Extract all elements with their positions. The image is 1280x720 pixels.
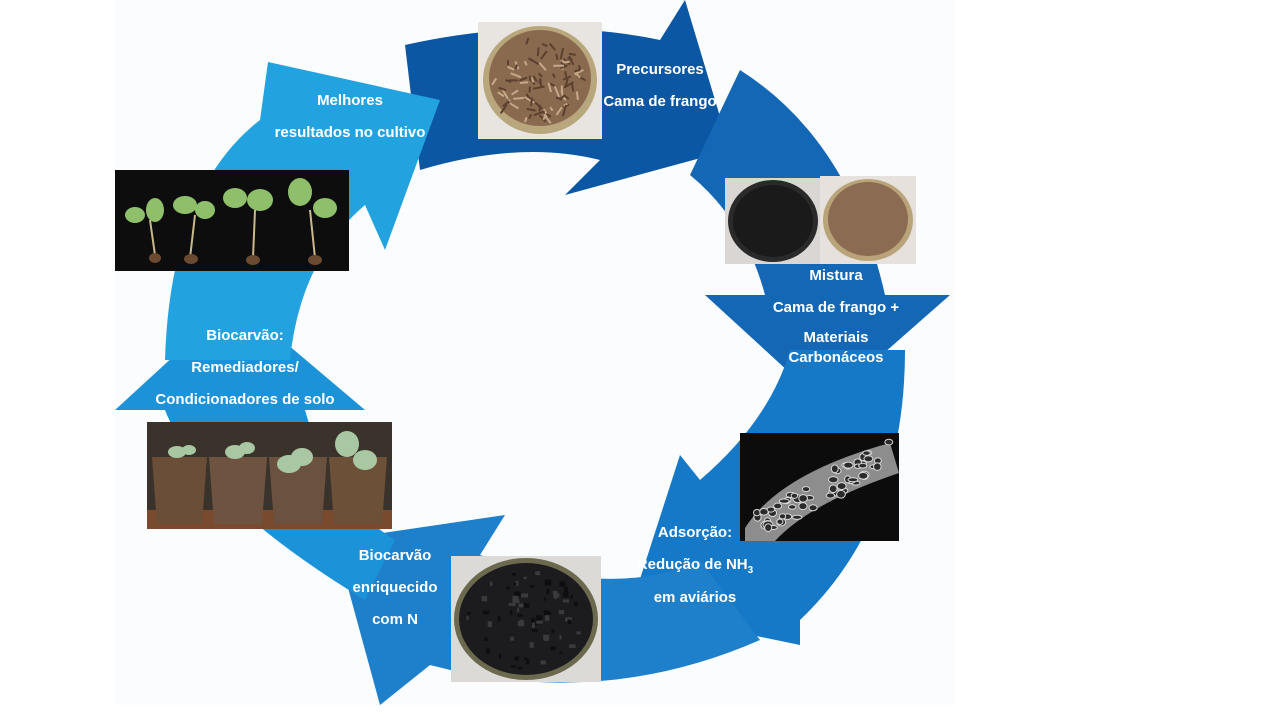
label-line: Biocarvão xyxy=(335,548,455,563)
label-line: Remediadores/ xyxy=(140,360,350,375)
label-biocarvao-enriquecido: Biocarvão enriquecido com N xyxy=(335,548,455,627)
label-line: Condicionadores de solo xyxy=(140,392,350,407)
label-adsorcao: Adsorção: Redução de NH3 em aviários xyxy=(625,525,765,605)
uprooted-plants-photo xyxy=(115,170,349,271)
label-line: Adsorção: xyxy=(625,525,765,540)
label-line: Biocarvão: xyxy=(140,328,350,343)
label-line: Redução de NH3 xyxy=(625,557,765,576)
label-precursores: Precursores Cama de frango xyxy=(595,62,725,109)
poultry-litter-photo xyxy=(478,22,602,139)
label-line: Materiais xyxy=(756,330,916,345)
biochar-dish-photo xyxy=(451,556,601,682)
label-line: com N xyxy=(335,612,455,627)
label-line: enriquecido xyxy=(335,580,455,595)
label-line: Precursores xyxy=(595,62,725,77)
label-nh-subscript: 3 xyxy=(748,565,754,576)
poultry-litter-dish-small-photo xyxy=(820,176,916,264)
label-line: Carbonáceos xyxy=(756,350,916,365)
label-line: em aviários xyxy=(625,590,765,605)
label-line: Cama de frango xyxy=(595,94,725,109)
potted-seedlings-photo xyxy=(147,422,392,529)
label-line: resultados no cultivo xyxy=(260,125,440,140)
label-line: Cama de frango + xyxy=(756,300,916,315)
label-line: Melhores xyxy=(260,93,440,108)
label-biocarvao-solo: Biocarvão: Remediadores/ Condicionadores… xyxy=(140,328,350,407)
label-melhores: Melhores resultados no cultivo xyxy=(260,93,440,140)
label-line: Mistura xyxy=(756,268,916,283)
biochar-dish-small-photo xyxy=(725,178,820,264)
label-mistura: Mistura Cama de frango + Materiais Carbo… xyxy=(756,268,916,365)
label-nh-text: Redução de NH xyxy=(637,556,748,573)
